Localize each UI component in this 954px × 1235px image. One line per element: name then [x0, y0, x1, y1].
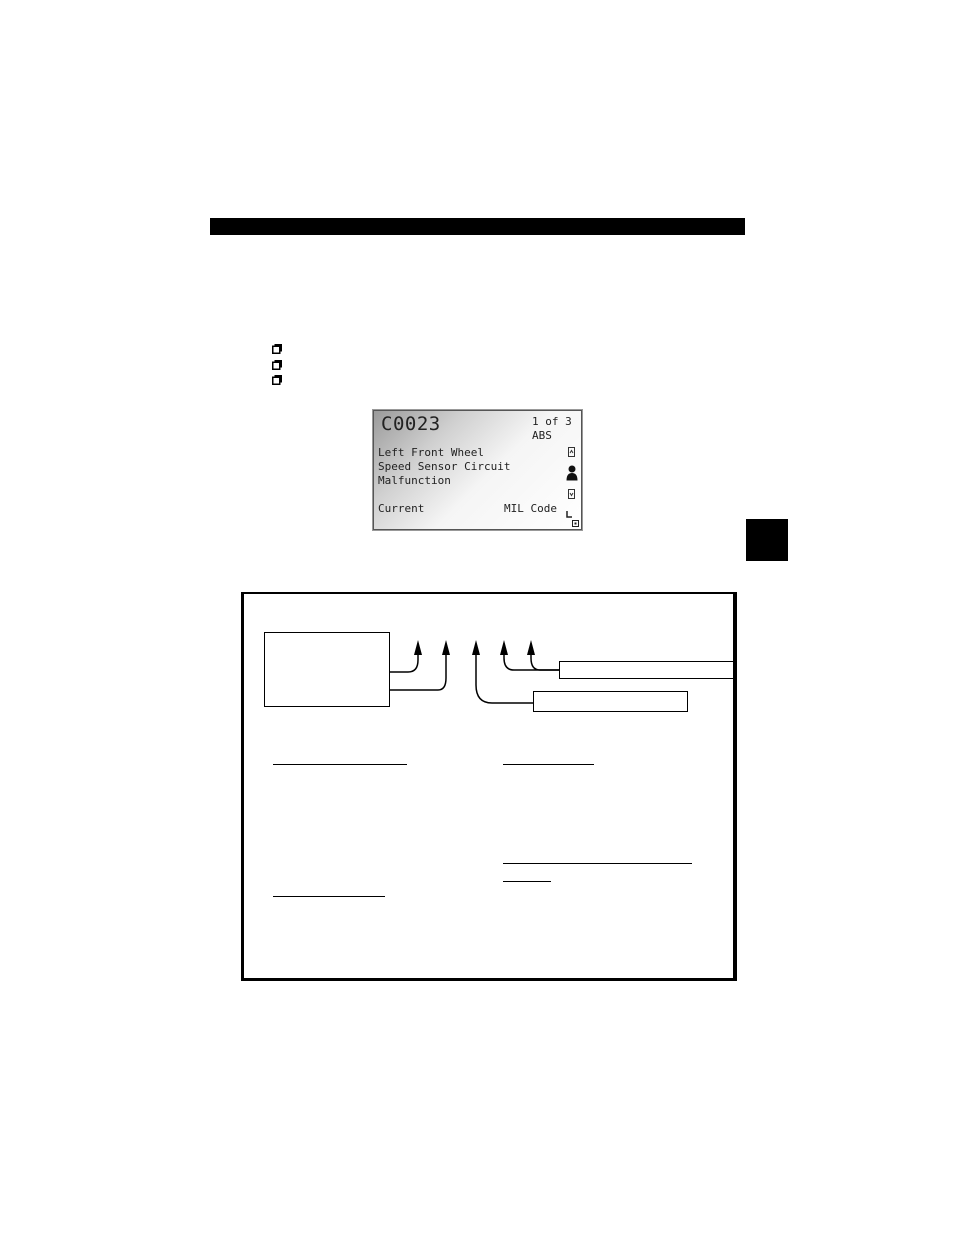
- heading-rule: [273, 764, 407, 765]
- code-example-box: [264, 632, 390, 707]
- code-structure-diagram: [241, 592, 737, 981]
- corner-icon: [566, 511, 579, 527]
- description-line-2: Speed Sensor Circuit: [378, 460, 511, 473]
- scroll-up-icon: [568, 447, 575, 457]
- callout-box: [533, 691, 688, 712]
- scroll-down-icon: [568, 489, 575, 499]
- description-line-3: Malfunction: [378, 474, 451, 487]
- checkbox-icon: [272, 375, 282, 385]
- header-bar: [210, 218, 745, 235]
- system-label: ABS: [532, 429, 552, 442]
- side-tab-marker: [746, 519, 788, 561]
- heading-rule: [503, 863, 692, 864]
- code-status: Current: [378, 502, 425, 515]
- dtc-code: C0023: [381, 413, 441, 435]
- heading-rule: [273, 896, 385, 897]
- callout-box: [559, 661, 735, 679]
- heading-rule: [503, 881, 551, 882]
- heading-rule: [503, 764, 594, 765]
- code-count: 1 of 3: [532, 415, 572, 428]
- lcd-screen: C0023 1 of 3 ABS Left Front Wheel Speed …: [372, 409, 583, 531]
- person-icon: [566, 465, 578, 481]
- description-line-1: Left Front Wheel: [378, 446, 484, 459]
- mil-code-label: MIL Code: [504, 502, 557, 515]
- checkbox-icon: [272, 360, 282, 370]
- checkbox-icon: [272, 344, 282, 354]
